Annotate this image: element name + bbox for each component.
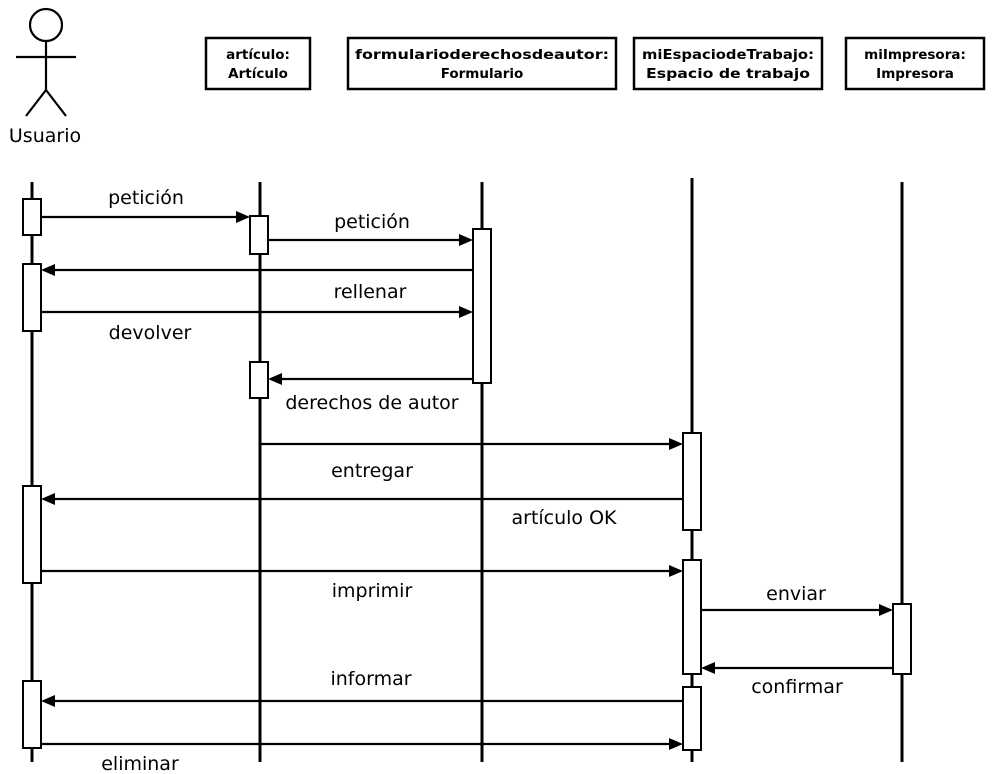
message-label: confirmar [751, 676, 843, 698]
message-enviar: enviar [701, 583, 893, 616]
message-imprimir: imprimir [41, 565, 683, 602]
message-label-devolver: devolver [109, 322, 192, 344]
activation-bar [22, 263, 42, 332]
message-eliminar: eliminar [41, 738, 683, 774]
participant-header-articulo: artículo: Artículo [204, 36, 312, 91]
activation-bar [249, 361, 269, 399]
message-articulo-ok: artículo OK [41, 493, 683, 529]
message-label: imprimir [332, 580, 413, 602]
participant-name: artículo: [226, 47, 290, 63]
message-label: derechos de autor [285, 392, 458, 414]
participant-name: formularioderechosdeautor: [355, 47, 609, 63]
activation-bar [892, 603, 912, 675]
message-return-formulario [41, 264, 473, 276]
participant-header-formulario: formularioderechosdeautor: Formulario [346, 36, 618, 91]
message-peticion-2: petición [268, 211, 473, 246]
participant-header-impresora: miImpresora: Impresora [844, 36, 986, 91]
activation-bar [682, 686, 702, 751]
message-peticion-1: petición [41, 187, 250, 223]
activation-bar [472, 228, 492, 384]
activation-bar [22, 485, 42, 584]
message-label: petición [108, 187, 184, 209]
participant-name: miEspaciodeTrabajo: [642, 47, 814, 63]
participant-class: Artículo [228, 66, 288, 82]
message-rellenar: rellenar [41, 281, 473, 318]
activation-bar [22, 680, 42, 749]
activation-bar [249, 215, 269, 255]
stick-figure-icon [16, 7, 76, 117]
message-confirmar: confirmar [701, 662, 893, 698]
activation-bar [682, 559, 702, 675]
message-label: artículo OK [511, 507, 617, 529]
participant-class: Impresora [876, 66, 954, 82]
message-label: enviar [766, 583, 826, 605]
message-label: petición [334, 211, 410, 233]
activation-bar [22, 198, 42, 236]
message-to-espacio [260, 438, 683, 450]
message-label-entregar: entregar [331, 460, 413, 482]
usuario-actor: Usuario [9, 7, 81, 147]
message-label: eliminar [101, 753, 179, 774]
message-informar: informar [41, 668, 683, 707]
message-label: informar [330, 668, 411, 690]
message-derechos-de-autor: derechos de autor [268, 373, 473, 414]
actor-name: Usuario [9, 125, 81, 147]
message-label: rellenar [334, 281, 407, 303]
participant-header-espacio: miEspaciodeTrabajo: Espacio de trabajo [632, 36, 824, 91]
participant-class: Formulario [441, 66, 524, 82]
participant-class: Espacio de trabajo [646, 66, 810, 82]
activation-bar [682, 432, 702, 531]
participant-name: miImpresora: [864, 47, 966, 63]
